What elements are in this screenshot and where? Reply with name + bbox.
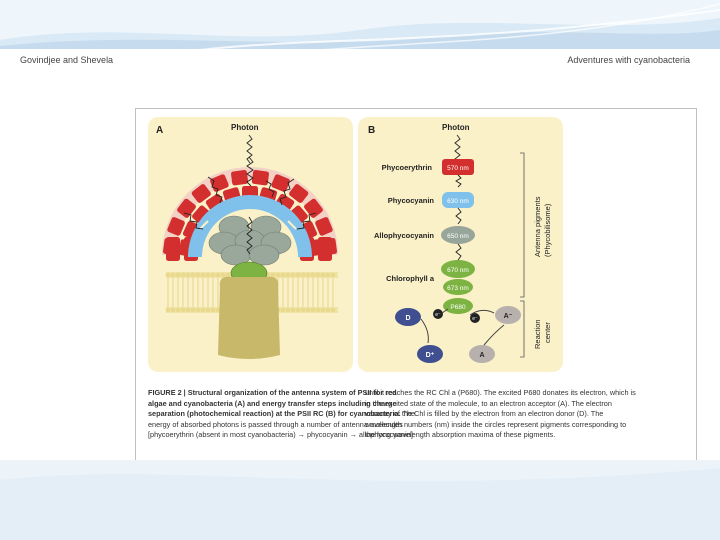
nm-650: 650 nm <box>447 233 469 240</box>
acceptor-a-minus <box>495 306 521 324</box>
phycocyanin-label: Phycocyanin <box>388 196 435 205</box>
allophycocyanin-label: Allophycocyanin <box>374 231 434 240</box>
caption-bold-line-3: separation (photochemical reaction) at t… <box>148 409 401 419</box>
photon-wave-icon <box>246 134 253 164</box>
chlorophyll-label: Chlorophyll a <box>386 274 435 283</box>
donor-d-plus <box>417 345 443 363</box>
caption-line-1: The <box>402 409 416 419</box>
reaction-label-2: center <box>543 322 552 343</box>
svg-text:e⁻: e⁻ <box>472 316 478 322</box>
p680-label: P680 <box>450 304 466 311</box>
nm-670: 670 nm <box>447 267 469 274</box>
panel-b-letter: B <box>368 125 375 136</box>
allophycocyanin-circle <box>441 226 475 244</box>
bottom-decorative-band <box>0 460 720 540</box>
electron-flow-arrows <box>420 308 505 346</box>
caption-line-3: [phycoerythrin (absent in most cyanobact… <box>148 430 413 440</box>
psii-protein-complex <box>218 276 280 359</box>
caption-right-line-1: until it reaches the RC Chl a (P680). Th… <box>365 388 636 397</box>
svg-text:e⁻: e⁻ <box>435 312 441 318</box>
panel-a-illustration: A Photon <box>156 123 338 359</box>
phycocyanin-box <box>442 192 474 208</box>
running-header-authors: Govindjee and Shevela <box>20 55 114 65</box>
panel-a-photon-label: Photon <box>231 123 259 132</box>
transfer-arrows <box>455 174 462 261</box>
antenna-label-2: (Phycobilisome) <box>543 203 552 257</box>
antenna-label-1: Antenna pigments <box>533 196 542 257</box>
caption-bold-line-1: FIGURE 2 | Structural organization of th… <box>148 388 397 397</box>
reaction-center-bracket <box>520 300 525 358</box>
panel-b-illustration: B Photon Phycoerythrin Phycocyanin Allop… <box>368 123 552 363</box>
electron-2-icon <box>470 313 480 323</box>
p680-circle <box>443 298 473 314</box>
electron-1-icon <box>433 309 443 319</box>
phycocyanin-layer <box>188 195 312 257</box>
caption-bold-line-2: algae and cyanobacteria (A) and energy t… <box>148 398 397 408</box>
caption-right-line-5: the long wavelength absorption maxima of… <box>365 430 556 440</box>
phycoerythrin-label: Phycoerythrin <box>382 163 433 172</box>
top-decorative-band <box>0 0 720 52</box>
allophycocyanin-core <box>208 215 292 266</box>
svg-text:A: A <box>479 352 484 359</box>
caption-right-line-3: vacancy of the Chl is filled by the elec… <box>365 409 604 419</box>
chlorophyll-670-circle <box>441 260 475 278</box>
figure-caption-right: until it reaches the RC Chl a (P680). Th… <box>365 388 690 441</box>
caption-right-line-2: in the excited state of the molecule, to… <box>365 398 612 408</box>
antenna-bracket <box>520 152 525 298</box>
phycoerythrin-box <box>442 159 474 175</box>
panel-a-letter: A <box>156 125 163 136</box>
caption-line-2: energy of absorbed photons is passed thr… <box>148 419 403 429</box>
figure-caption-left: FIGURE 2 | Structural organization of th… <box>148 388 415 441</box>
acceptor-a <box>469 345 495 363</box>
nm-570: 570 nm <box>447 165 469 172</box>
nm-673: 673 nm <box>447 285 469 292</box>
nm-630: 630 nm <box>447 198 469 205</box>
svg-text:A⁻: A⁻ <box>504 313 513 320</box>
reaction-label-1: Reaction <box>533 319 542 349</box>
chlorophyll-673-circle <box>443 279 473 295</box>
energy-transfer-arrows <box>183 156 317 255</box>
panel-b-photon-label: Photon <box>442 123 470 132</box>
svg-text:D: D <box>405 315 410 322</box>
wave-decoration <box>0 0 720 52</box>
caption-right-line-4: wavelength numbers (nm) inside the circl… <box>365 419 627 429</box>
svg-text:D⁺: D⁺ <box>426 352 435 359</box>
donor-d <box>395 308 421 326</box>
running-header-title: Adventures with cyanobacteria <box>567 55 690 65</box>
